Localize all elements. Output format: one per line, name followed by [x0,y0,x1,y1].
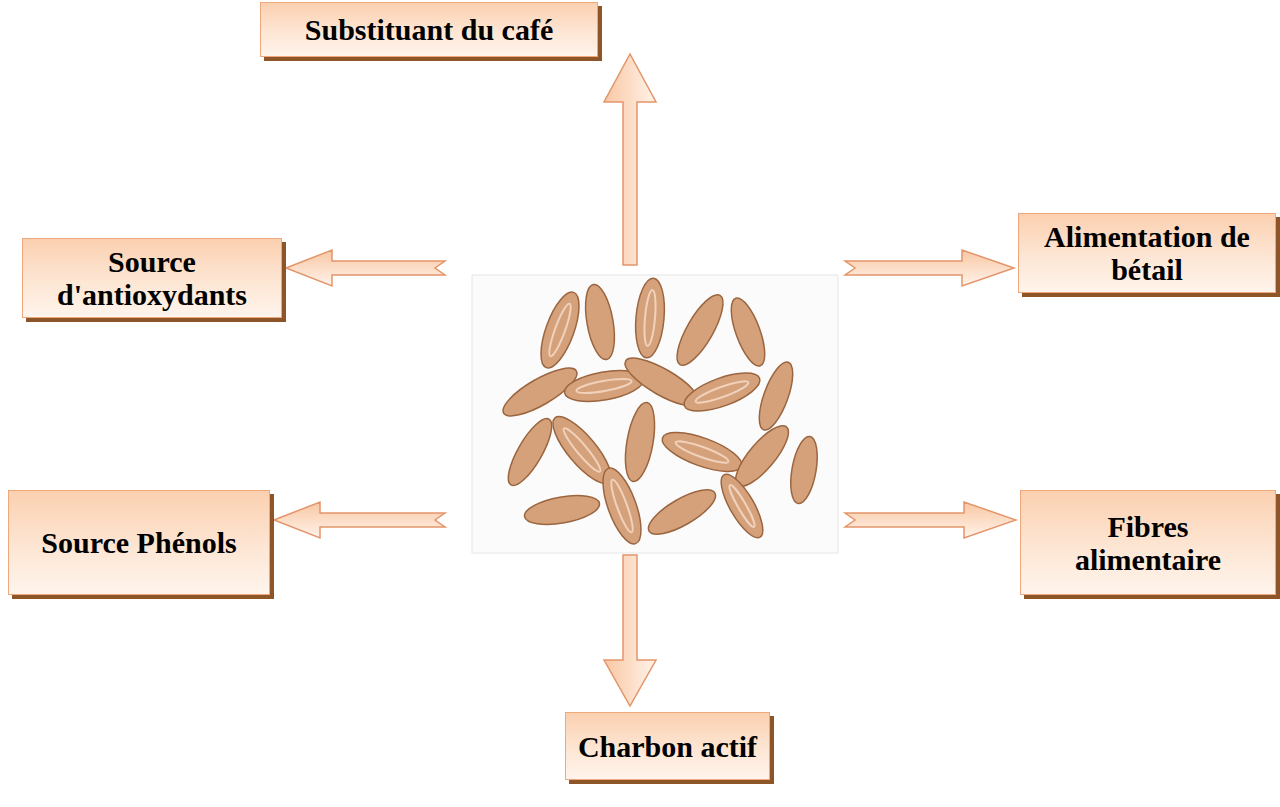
box-label: Substituant du café [305,13,553,46]
box-label: Charbon actif [578,730,757,763]
block-arrow [845,502,1016,538]
process-box: Charbon actif [565,712,770,780]
process-box: Fibres alimentaire [1020,490,1276,595]
block-arrows [274,54,1016,706]
process-box: Source d'antioxydants [22,238,282,318]
block-arrow [274,502,445,538]
seed-photo [472,275,838,553]
seed-highlights [546,290,758,534]
block-arrow [604,54,656,265]
photo-frame [472,275,838,553]
block-arrow [845,250,1014,286]
process-box: Source Phénols [8,490,270,595]
block-arrow [604,555,656,706]
seed-group [497,277,822,548]
box-label: Source Phénols [41,526,236,559]
process-box: Alimentation de bétail [1018,213,1276,293]
box-label: Fibres alimentaire [1058,510,1238,576]
box-label: Alimentation de bétail [1032,220,1262,286]
process-box: Substituant du café [260,2,598,57]
box-label: Source d'antioxydants [37,245,267,311]
block-arrow [286,250,445,286]
